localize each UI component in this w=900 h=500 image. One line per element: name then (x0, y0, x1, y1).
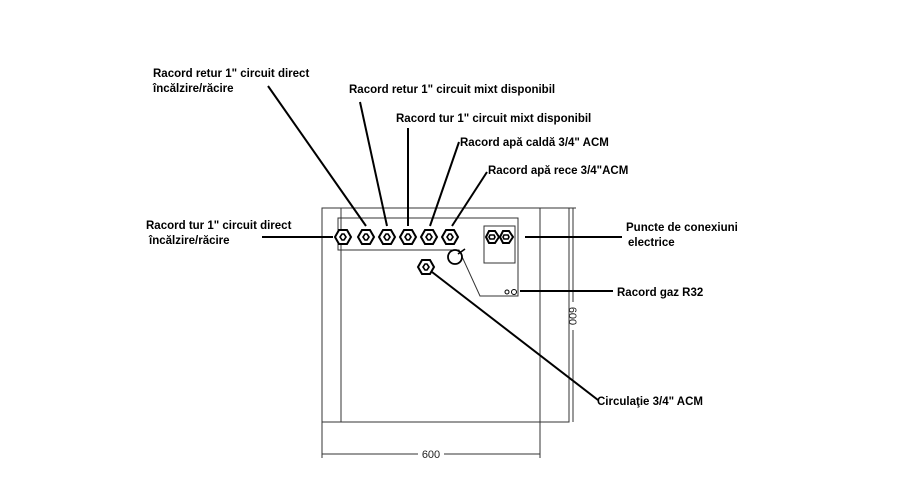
leader-circulatie (431, 271, 599, 401)
gas-point-1 (504, 289, 510, 295)
label-tur-mixt: Racord tur 1" circuit mixt disponibil (396, 113, 591, 125)
connector-retur-direct (356, 229, 376, 245)
connector-tur-direct (333, 229, 353, 245)
electrical-box (483, 225, 516, 264)
leader-apa-rece (451, 171, 488, 227)
label-circulatie: Circulaţie 3/4" ACM (597, 396, 703, 408)
label-conexiuni-line1: Puncte de conexiuni (626, 222, 738, 234)
label-conexiuni-line2: electrice (628, 237, 675, 249)
leader-apa-calda (429, 141, 460, 227)
label-retur-direct-line1: Racord retur 1" circuit direct (153, 68, 309, 80)
leader-retur-mixt (359, 101, 388, 227)
connector-apa-calda (419, 229, 439, 245)
label-tur-direct-line1: Racord tur 1" circuit direct (146, 220, 292, 232)
electrical-connector-2 (498, 230, 515, 244)
label-retur-mixt: Racord retur 1" circuit mixt disponibil (349, 84, 555, 96)
unit-front-outline (321, 207, 541, 423)
gas-point-2 (511, 289, 517, 295)
width-dimension: 600 (422, 449, 440, 461)
electrical-connector-1 (484, 230, 501, 244)
connector-circulatie (416, 259, 436, 275)
leader-retur-direct (267, 85, 367, 227)
label-apa-rece: Racord apă rece 3/4"ACM (488, 165, 628, 177)
connector-apa-rece (440, 229, 460, 245)
label-gaz: Racord gaz R32 (617, 287, 703, 299)
connector-retur-mixt (377, 229, 397, 245)
depth-dimension: 600 (566, 307, 578, 325)
label-tur-direct-line2: încălzire/răcire (148, 235, 230, 247)
label-retur-direct-line2: încălzire/răcire (152, 83, 234, 95)
connection-panel (337, 217, 519, 297)
connector-tur-mixt (398, 229, 418, 245)
label-apa-calda: Racord apă caldă 3/4" ACM (460, 137, 609, 149)
round-fitting (447, 248, 466, 265)
